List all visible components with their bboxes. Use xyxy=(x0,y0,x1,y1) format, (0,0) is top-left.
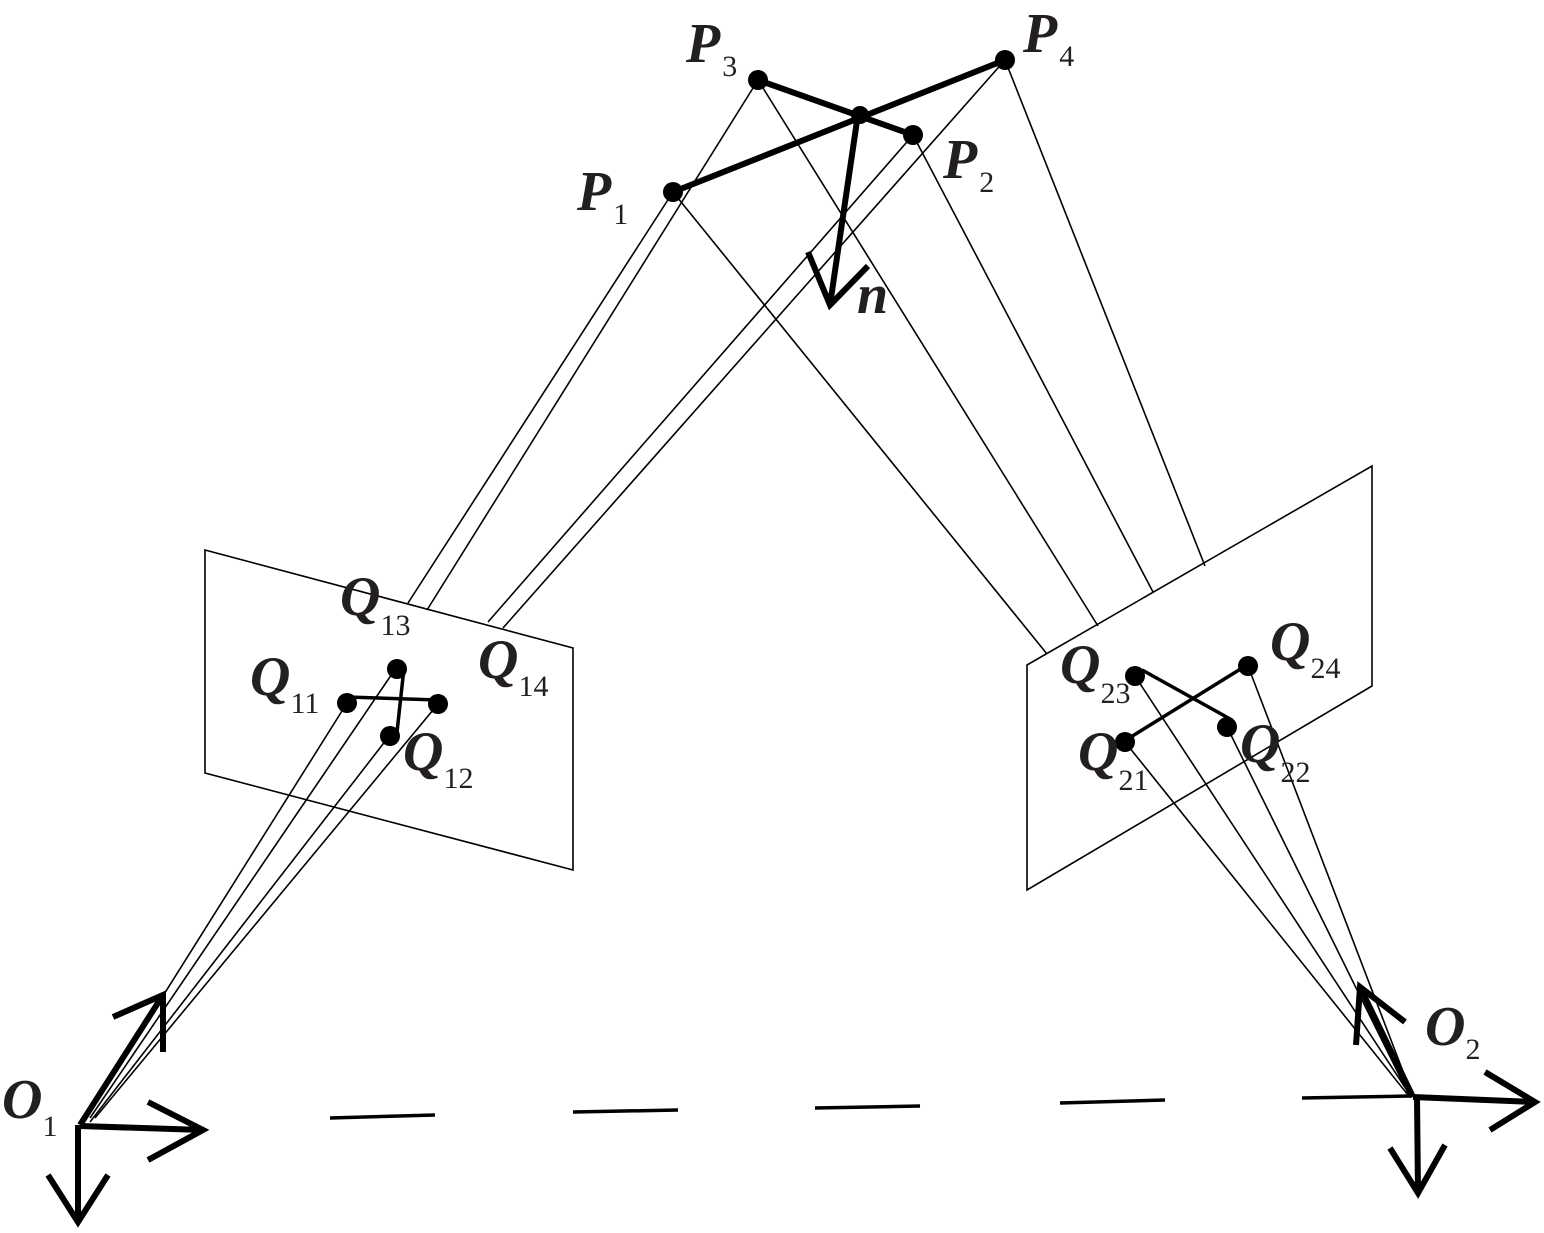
point-p3 xyxy=(748,70,768,90)
label-q11: Q11 xyxy=(250,646,319,720)
point-p2 xyxy=(903,125,923,145)
ray-p2-left xyxy=(487,134,914,623)
label-q22: Q22 xyxy=(1240,713,1310,789)
segment-q21-q24 xyxy=(1125,663,1248,742)
label-q14: Q14 xyxy=(478,629,548,703)
normal-vector xyxy=(827,113,861,306)
segment-q11-q14 xyxy=(346,695,439,702)
label-p1: P1 xyxy=(576,161,628,231)
point-q24 xyxy=(1238,656,1258,676)
ray-p2-right xyxy=(912,134,1154,593)
ray-p3-right xyxy=(757,79,1099,627)
label-q21: Q21 xyxy=(1078,721,1148,797)
segment-q23-q22 xyxy=(1141,668,1233,722)
label-p4: P4 xyxy=(1022,3,1074,73)
camera-rays-right xyxy=(1124,665,1413,1098)
ray-p4-right xyxy=(1004,59,1206,567)
label-q24: Q24 xyxy=(1270,611,1340,685)
camera-o2-axes-icon xyxy=(1353,981,1541,1199)
cross-center xyxy=(851,106,869,124)
normal-arrowhead-icon xyxy=(805,250,871,311)
label-n: n xyxy=(857,264,888,326)
point-q12 xyxy=(380,726,400,746)
point-q23 xyxy=(1125,666,1145,686)
label-o1: O1 xyxy=(2,1069,57,1143)
label-q13: Q13 xyxy=(340,566,410,642)
camera-o1-axes-icon xyxy=(45,990,210,1228)
point-q14 xyxy=(428,694,448,714)
ray-p1-right xyxy=(672,191,1048,655)
point-p4 xyxy=(995,50,1015,70)
projection-rays-left xyxy=(407,59,1006,629)
segment-p3-p2 xyxy=(754,76,917,139)
point-q21 xyxy=(1115,732,1135,752)
ray-p4-left xyxy=(502,59,1006,629)
label-p3: P3 xyxy=(685,13,737,83)
point-q22 xyxy=(1217,717,1237,737)
label-q12: Q12 xyxy=(403,721,473,795)
label-q23: Q23 xyxy=(1060,634,1130,710)
point-p1 xyxy=(663,182,683,202)
right-image-plane xyxy=(1026,464,1373,892)
camera-rays-left xyxy=(84,667,439,1123)
left-image-plane xyxy=(204,548,574,872)
ray-p1-left xyxy=(407,191,674,604)
baseline-dashed xyxy=(329,1094,1411,1120)
label-p2: P2 xyxy=(942,129,994,199)
segment-p1-p4 xyxy=(669,56,1009,196)
point-q11 xyxy=(337,693,357,713)
point-q13 xyxy=(387,659,407,679)
segment-q13-q12 xyxy=(395,667,406,733)
projection-rays-right xyxy=(672,59,1206,655)
label-o2: O2 xyxy=(1425,996,1480,1066)
ray-p3-left xyxy=(426,79,759,611)
